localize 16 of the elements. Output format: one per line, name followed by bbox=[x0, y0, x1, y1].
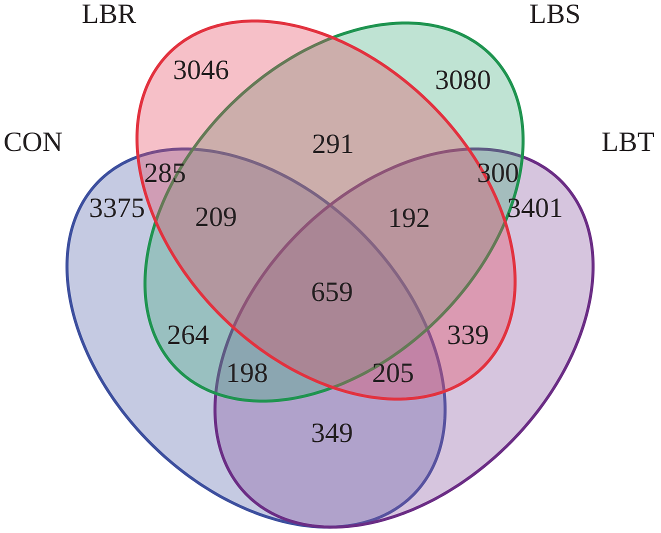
set-label: CON bbox=[3, 129, 63, 157]
region-count: 349 bbox=[311, 420, 353, 448]
set-label: LBS bbox=[529, 1, 581, 29]
region-count: 291 bbox=[312, 131, 354, 159]
region-count: 205 bbox=[372, 360, 414, 388]
region-count: 3046 bbox=[173, 57, 229, 85]
region-count: 339 bbox=[447, 322, 489, 350]
set-label: LBR bbox=[82, 1, 136, 29]
region-count: 3080 bbox=[435, 67, 491, 95]
region-count: 209 bbox=[195, 204, 237, 232]
region-count: 659 bbox=[311, 279, 353, 307]
region-count: 3375 bbox=[89, 195, 145, 223]
region-count: 264 bbox=[167, 322, 209, 350]
region-count: 192 bbox=[388, 205, 430, 233]
region-count: 198 bbox=[226, 360, 268, 388]
set-label: LBT bbox=[602, 129, 654, 157]
